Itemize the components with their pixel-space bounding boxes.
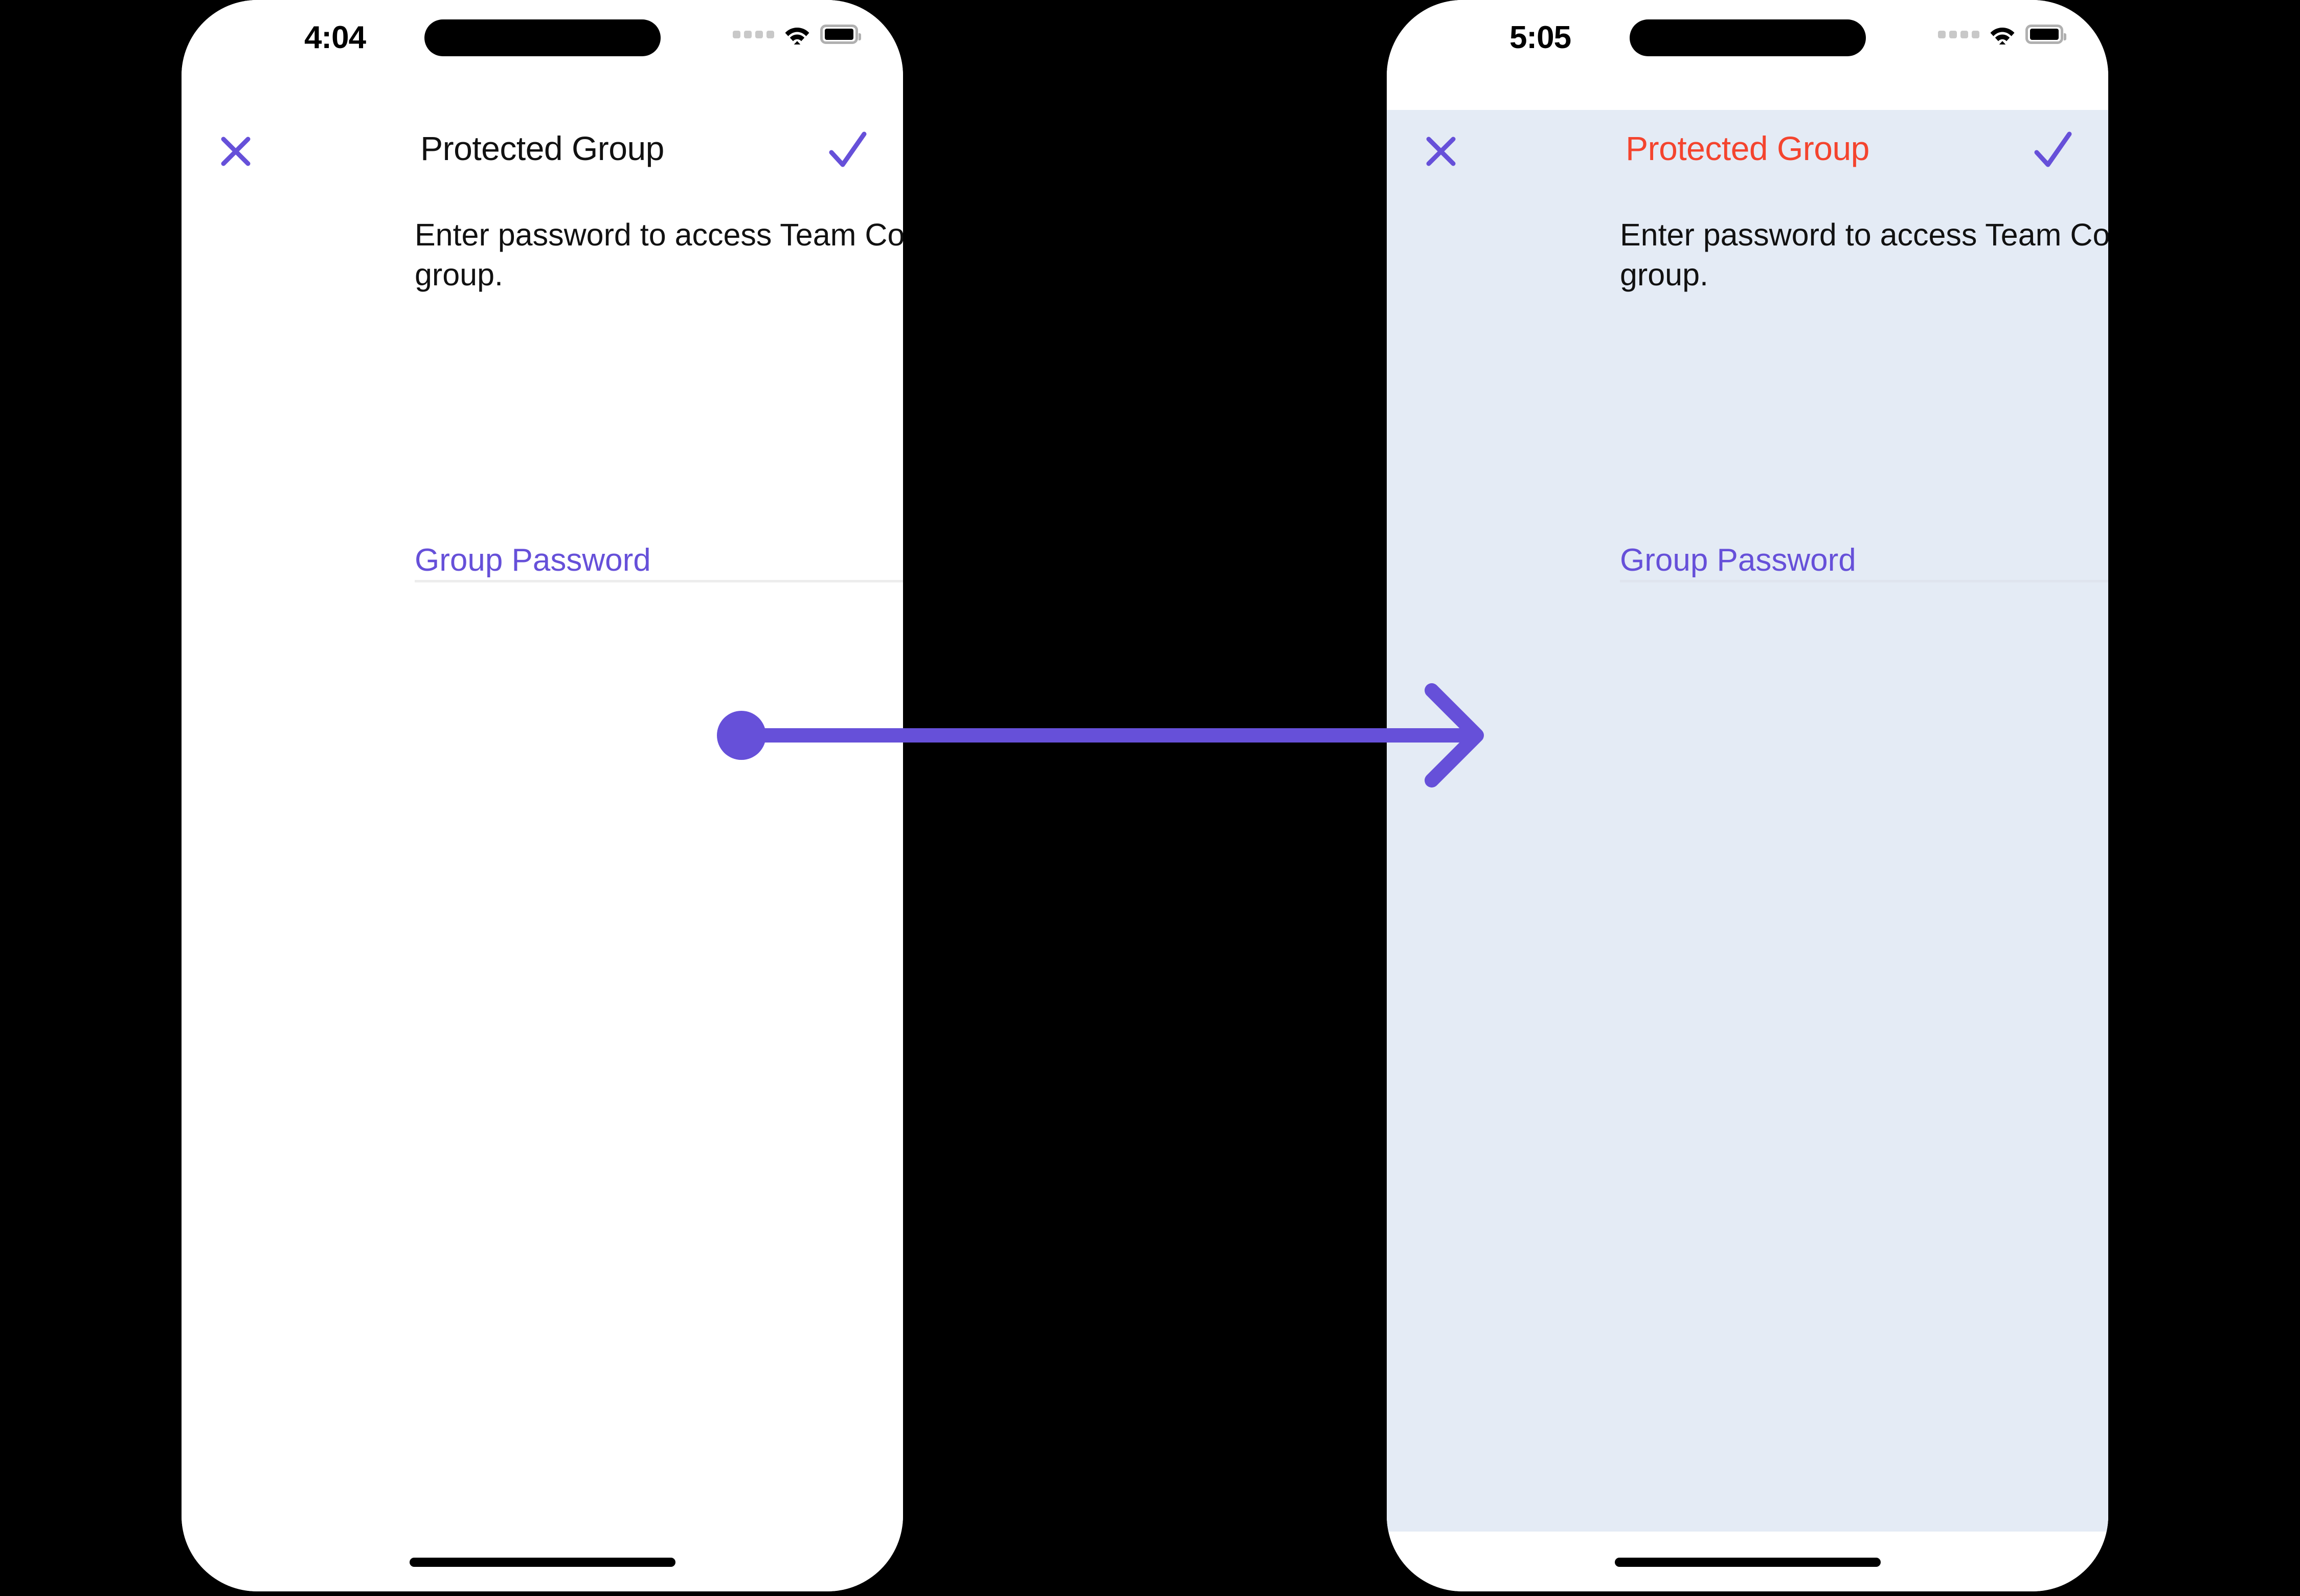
password-field-label: Group Password [415,543,651,578]
screen-before: 4:04 [182,0,903,1591]
home-indicator [1614,1558,1881,1567]
status-bar-after: 5:05 [1387,0,2108,77]
checkmark-icon[interactable] [820,123,873,176]
checkmark-icon[interactable] [2025,123,2079,176]
dynamic-island [1630,19,1866,56]
nav-bar-before: Protected Group [182,123,903,184]
dynamic-island [424,19,661,56]
password-field-label: Group Password [1620,543,1856,578]
wifi-icon [1989,24,2016,45]
password-field-group[interactable]: Group Password [182,343,903,582]
status-bar-before: 4:04 [182,0,903,77]
cellular-dots-icon [1938,30,1979,38]
screen-after: 5:05 [1387,0,2108,1591]
status-indicators [1938,24,2066,45]
nav-bar-after: Protected Group [1387,123,2108,184]
battery-icon [820,25,861,44]
phone-mockup-before: 4:04 [182,0,903,1591]
password-field-group[interactable]: Group Password [1387,343,2108,582]
wifi-icon [783,24,811,45]
close-x-icon[interactable] [1416,127,1465,176]
description-text: Enter password to access Team CometChat … [415,217,903,292]
status-clock: 5:05 [1509,20,1571,55]
page-title: Protected Group [1626,129,1869,167]
phone-mockup-after: 5:05 [1387,0,2108,1591]
field-underline [415,580,903,582]
home-indicator [409,1558,675,1567]
status-indicators [733,24,861,45]
status-clock: 4:04 [304,20,366,55]
battery-icon [2025,25,2066,44]
cellular-dots-icon [733,30,774,38]
page-title: Protected Group [420,129,664,167]
field-underline [1620,580,2108,582]
close-x-icon[interactable] [211,127,260,176]
description-text: Enter password to access Team CometChat … [1620,217,2108,292]
